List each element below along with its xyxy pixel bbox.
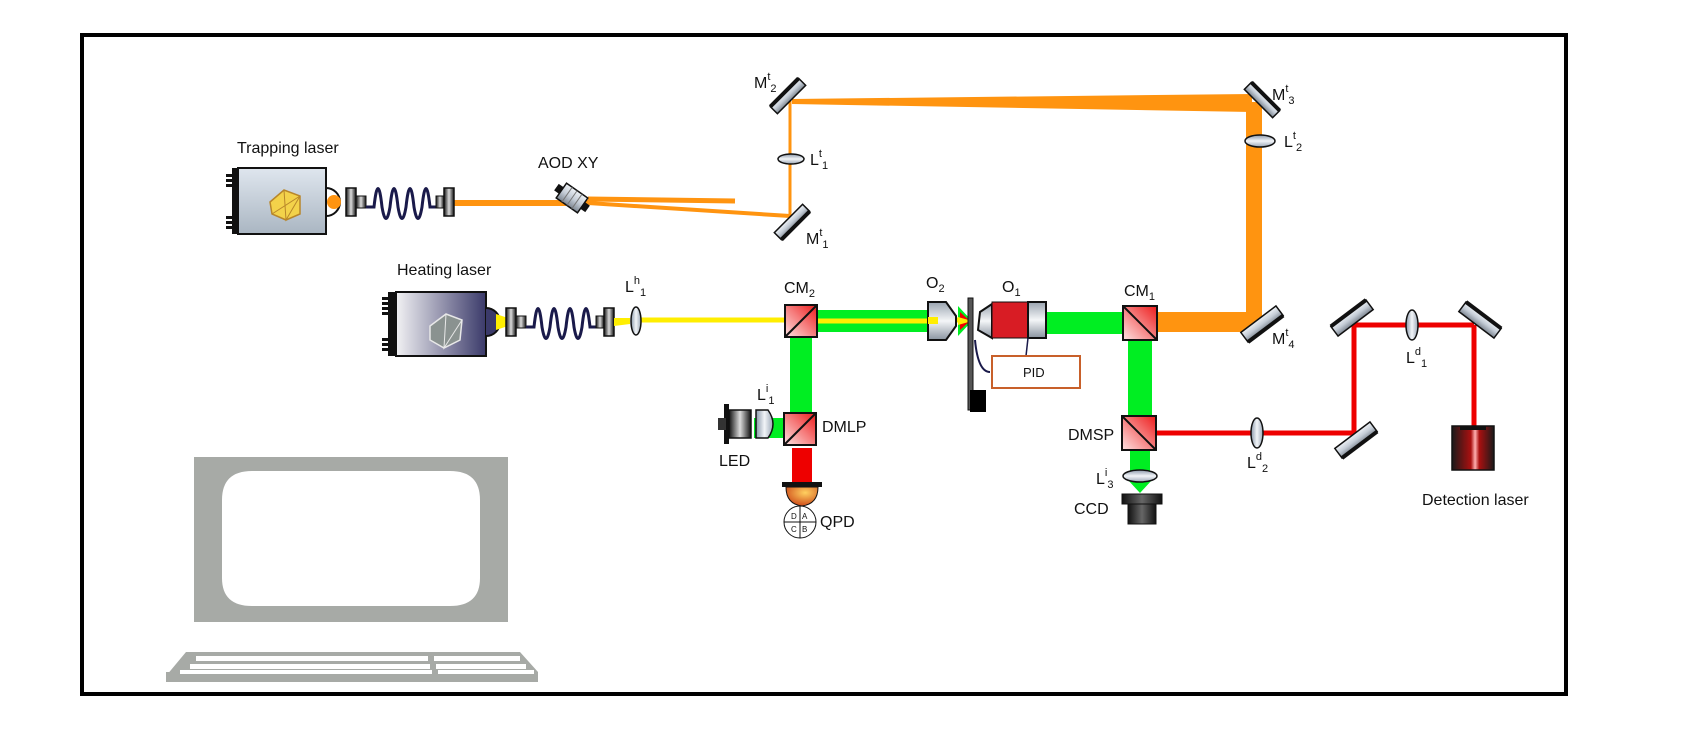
mirror-mt3 xyxy=(1243,80,1282,119)
ld2-label: Ld2 xyxy=(1247,451,1268,475)
detection-laser-label: Detection laser xyxy=(1422,492,1529,509)
lens-li1 xyxy=(755,409,774,439)
trapping-beam-path xyxy=(452,94,1262,332)
led-source xyxy=(718,404,752,444)
lh1-label: Lh1 xyxy=(625,275,646,299)
trapping-beam-segment xyxy=(1246,102,1262,322)
led-label: LED xyxy=(719,453,750,470)
cube-dmsp xyxy=(1121,415,1157,451)
heating-laser-label: Heating laser xyxy=(397,262,492,279)
o2-label: O2 xyxy=(926,275,945,295)
qpd-detector: A B C D xyxy=(782,482,822,539)
o1-label: O1 xyxy=(1002,279,1021,299)
mirror-mt2 xyxy=(768,76,807,115)
mirror-mt4 xyxy=(1239,304,1285,344)
cube-cm1 xyxy=(1122,305,1158,341)
qpd-quadrant-a: A xyxy=(802,512,808,521)
mirror-md-right xyxy=(1457,300,1503,340)
cm1-label: CM1 xyxy=(1124,283,1155,303)
cube-dmlp xyxy=(783,412,817,446)
illumination-beam-segment xyxy=(1130,450,1150,472)
mirror-md-lower xyxy=(1333,420,1379,460)
mt2-label: Mt2 xyxy=(754,71,777,95)
trapping-beam-segment xyxy=(587,201,791,218)
trapping-beam-segment xyxy=(792,94,1252,112)
illumination-beam-segment xyxy=(790,332,812,414)
qpd-quadrant-d: D xyxy=(791,512,797,521)
objective-o1 xyxy=(976,301,1047,340)
li1-label: Li1 xyxy=(757,383,774,407)
ld1-label: Ld1 xyxy=(1406,346,1427,370)
lens-li3 xyxy=(1122,469,1158,483)
trapping-fiber xyxy=(345,187,455,220)
heating-laser xyxy=(382,291,508,357)
detection-beam-segment xyxy=(792,448,812,484)
fiber-coil-icon xyxy=(366,187,440,220)
qpd-quadrant-c: C xyxy=(791,525,797,534)
dmlp-label: DMLP xyxy=(822,419,866,436)
dmsp-label: DMSP xyxy=(1068,427,1114,444)
qpd-label: QPD xyxy=(820,514,855,531)
mt3-label: Mt3 xyxy=(1272,83,1295,107)
cube-cm2 xyxy=(784,304,818,338)
illumination-beam-segment xyxy=(1128,480,1152,493)
mt1-label: Mt1 xyxy=(806,227,829,251)
trapping-beam-segment xyxy=(587,196,736,204)
pid-label: PID xyxy=(1023,365,1045,380)
lens-lh1 xyxy=(630,306,642,336)
diagram-frame xyxy=(80,33,1568,696)
lt1-label: Lt1 xyxy=(810,148,828,172)
objective-o2 xyxy=(927,301,972,341)
ccd-label: CCD xyxy=(1074,501,1109,518)
trapping-beam-segment xyxy=(1156,312,1262,332)
lens-lt1 xyxy=(777,153,805,165)
illumination-beam-segment xyxy=(1044,312,1124,334)
lens-lt2 xyxy=(1244,134,1276,148)
cm2-label: CM2 xyxy=(784,280,815,300)
qpd-quadrant-b: B xyxy=(802,525,807,534)
detection-laser xyxy=(1451,425,1495,471)
ccd-camera xyxy=(1121,493,1163,525)
trapping-laser-label: Trapping laser xyxy=(237,140,339,157)
illumination-beam-segment xyxy=(1128,334,1152,416)
li3-label: Li3 xyxy=(1096,467,1113,491)
aod-xy xyxy=(554,182,590,214)
laptop-icon xyxy=(166,457,538,682)
pid-controller: PID xyxy=(991,337,1081,389)
trapping-laser xyxy=(226,167,341,235)
aod-label: AOD XY xyxy=(538,155,599,172)
mirror-mt1 xyxy=(773,203,812,242)
mirror-md-upper xyxy=(1329,298,1375,338)
heating-fiber xyxy=(505,307,630,340)
sample-holder xyxy=(967,297,991,412)
lens-ld1 xyxy=(1405,309,1419,341)
mt4-label: Mt4 xyxy=(1272,327,1295,351)
lens-ld2 xyxy=(1250,417,1264,449)
lt2-label: Lt2 xyxy=(1284,130,1302,154)
fiber-coil-icon xyxy=(526,307,600,340)
